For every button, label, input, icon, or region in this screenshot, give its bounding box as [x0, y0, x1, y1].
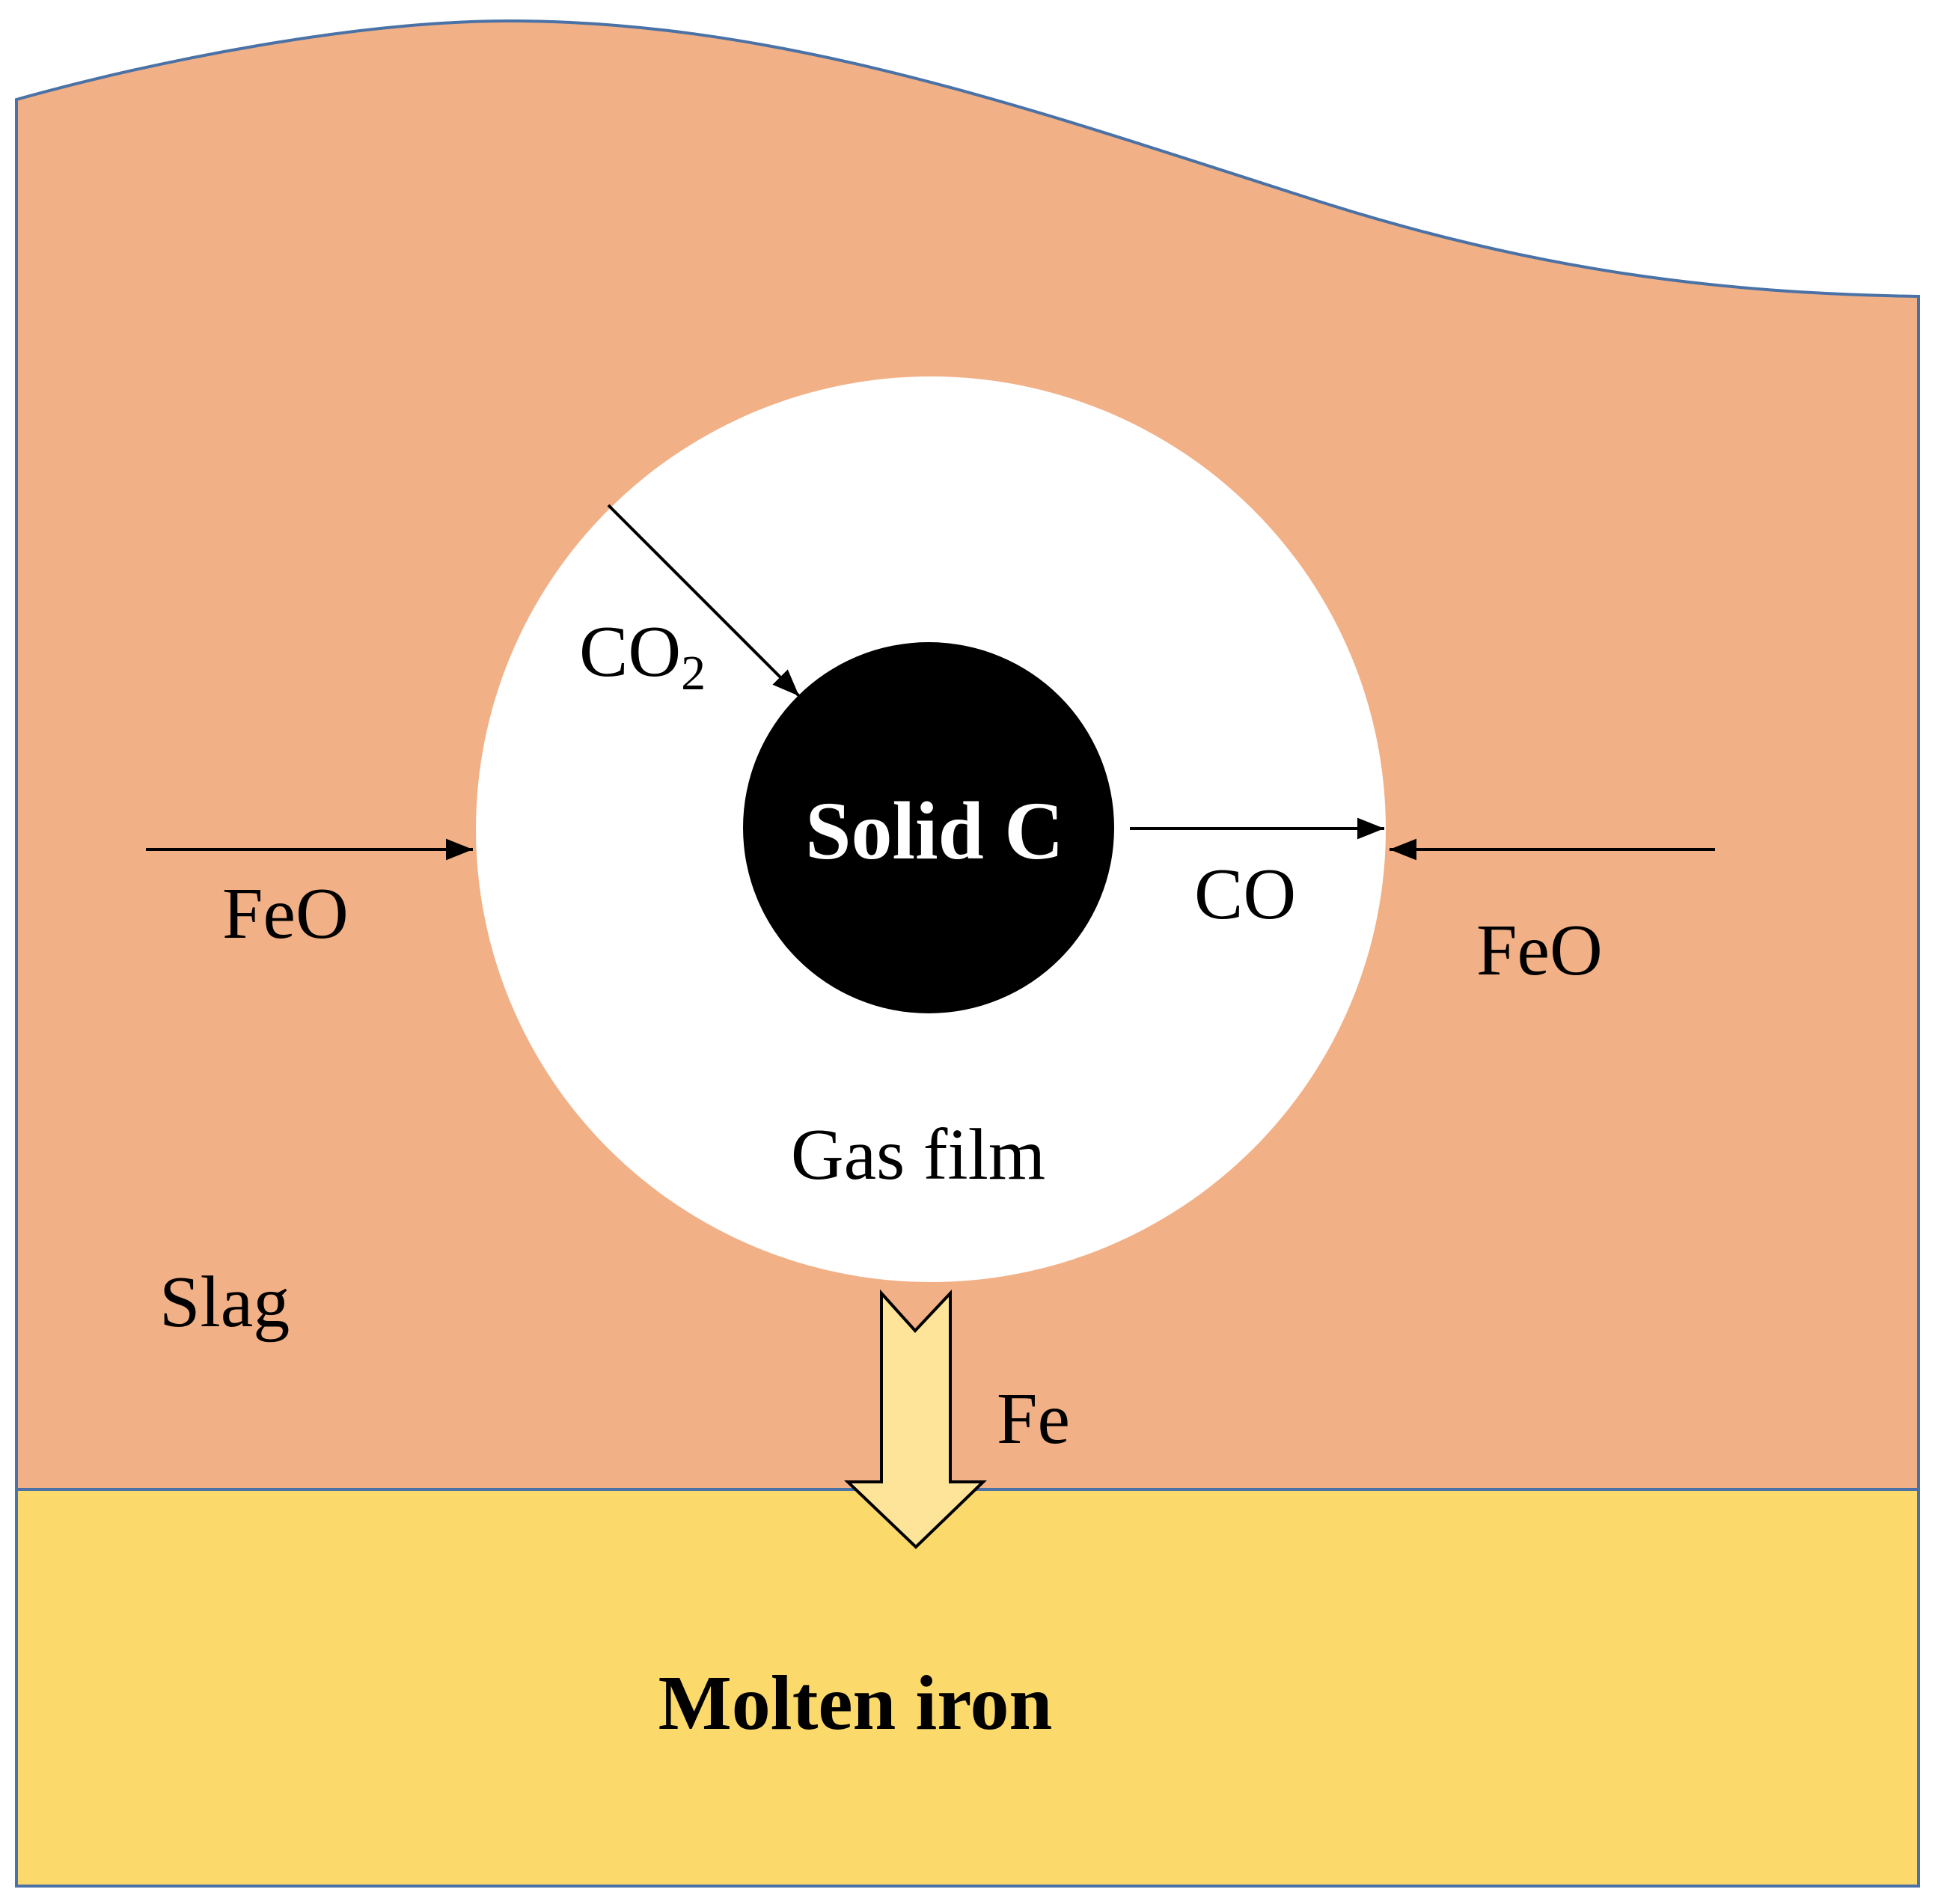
co2-subscript: 2	[681, 646, 706, 701]
solid-carbon-particle	[743, 642, 1114, 1013]
feo-left-label: FeO	[222, 873, 349, 954]
feo-right-label: FeO	[1476, 910, 1603, 991]
co2-diffusion-arrow	[607, 504, 801, 698]
fe-label: Fe	[997, 1379, 1070, 1459]
slag-label: Slag	[159, 1262, 290, 1343]
solid-carbon-label: Solid C	[805, 785, 1063, 876]
molten-iron-region	[15, 1488, 1920, 1888]
molten-iron-label: Molten iron	[658, 1660, 1053, 1746]
co-label: CO	[1194, 854, 1296, 935]
fe-transfer-arrow	[844, 1289, 987, 1549]
co2-label: CO2	[579, 611, 706, 701]
gas-film-label: Gas film	[791, 1114, 1045, 1195]
co2-main-text: CO	[579, 611, 681, 692]
